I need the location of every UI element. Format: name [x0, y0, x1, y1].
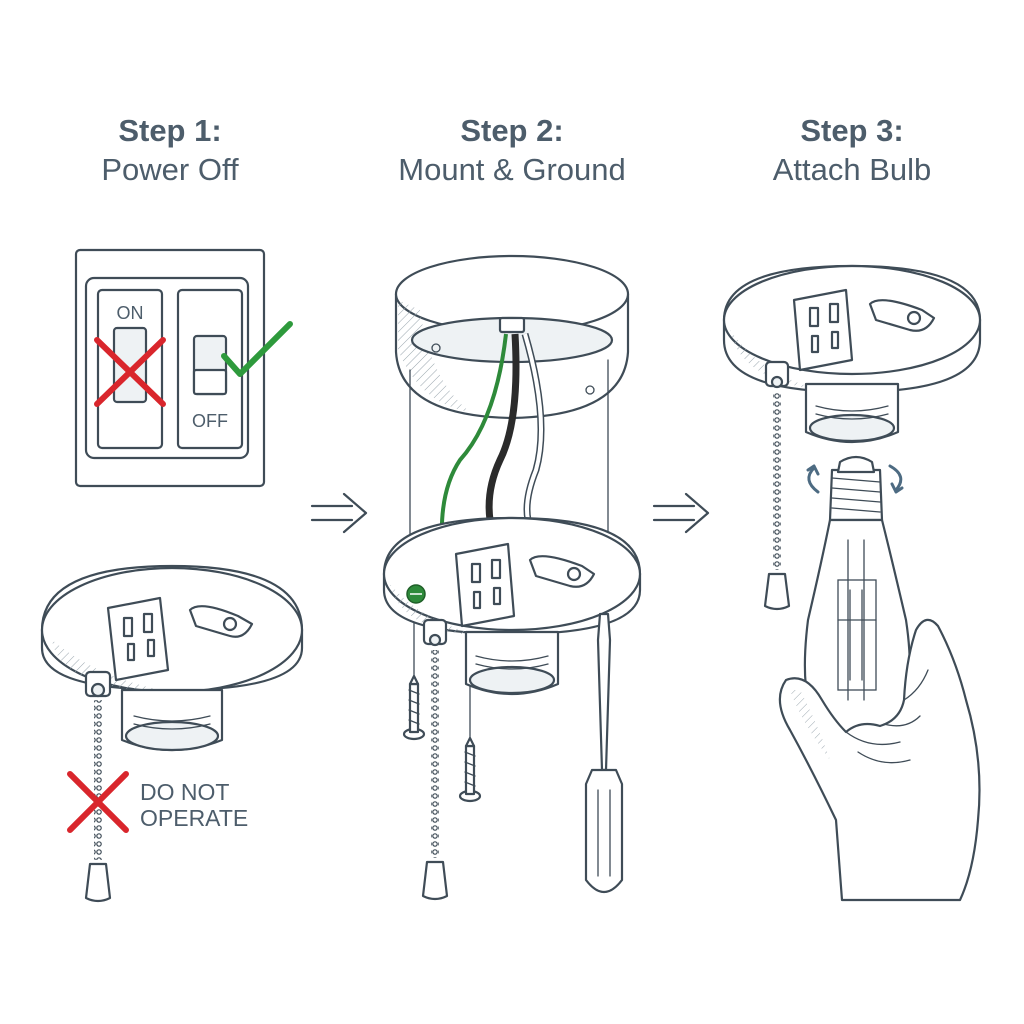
warning-line-2: OPERATE: [140, 805, 248, 831]
lamp-socket-step3: [724, 266, 980, 442]
arrow-right-icon: [654, 494, 708, 532]
arrow-right-icon: [312, 494, 366, 532]
off-label: OFF: [192, 411, 228, 431]
on-label: ON: [117, 303, 144, 323]
warning-line-1: DO NOT: [140, 779, 229, 805]
mounting-screw: [460, 738, 480, 801]
mounting-screw: [404, 676, 424, 739]
screwdriver-icon: [586, 614, 622, 892]
pull-chain-step2: [423, 650, 447, 899]
lamp-socket-step1: [42, 566, 302, 750]
pull-chain-step3: [765, 392, 789, 609]
green-ground-screw-icon: [407, 585, 425, 603]
